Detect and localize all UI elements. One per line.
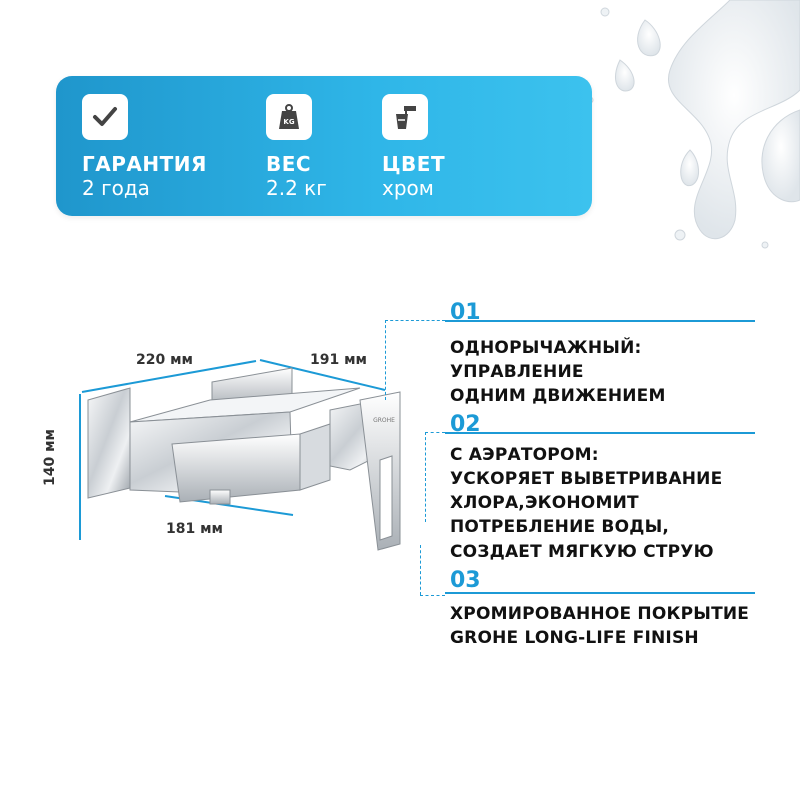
weight-icon-label: KG xyxy=(283,118,294,126)
feature-02-line-4: ПОТРЕБЛЕНИЕ ВОДЫ, xyxy=(450,517,670,537)
weight-block: KG ВЕС 2.2 кг xyxy=(266,94,327,200)
brand-mark: GROHE xyxy=(373,417,395,424)
weight-title: ВЕС xyxy=(266,152,312,176)
weight-value: 2.2 кг xyxy=(266,176,327,200)
checkmark-icon xyxy=(82,94,128,140)
dimension-height-label: 140 мм xyxy=(42,429,58,486)
feature-03-line-2: GROHE LONG-LIFE FINISH xyxy=(450,628,699,648)
warranty-block: ГАРАНТИЯ 2 года xyxy=(82,94,207,200)
milk-splash-image xyxy=(586,0,800,249)
dimension-width-label: 220 мм xyxy=(136,352,193,368)
feature-01-line-3: ОДНИМ ДВИЖЕНИЕМ xyxy=(450,386,666,406)
dimension-depth-label: 191 мм xyxy=(310,352,367,368)
warranty-title: ГАРАНТИЯ xyxy=(82,152,207,176)
color-value: хром xyxy=(382,176,434,200)
feature-02-line-3: ХЛОРА,ЭКОНОМИТ xyxy=(450,493,639,513)
dimension-spout-label: 181 мм xyxy=(166,521,223,537)
feature-01-line-1: ОДНОРЫЧАЖНЫЙ: xyxy=(450,338,642,358)
color-title: ЦВЕТ xyxy=(382,152,446,176)
feature-03-number: 03 xyxy=(450,568,481,593)
connector-line-01 xyxy=(385,320,386,400)
feature-02-line-2: УСКОРЯЕТ ВЫВЕТРИВАНИЕ xyxy=(450,469,723,489)
feature-01-line-2: УПРАВЛЕНИЕ xyxy=(450,362,584,382)
color-block: ЦВЕТ хром xyxy=(382,94,445,200)
feature-03-line-1: ХРОМИРОВАННОЕ ПОКРЫТИЕ xyxy=(450,604,750,624)
paint-bucket-icon xyxy=(382,94,428,140)
connector-line-01-h xyxy=(385,320,445,321)
connector-line-02 xyxy=(425,432,426,522)
connector-line-03-h xyxy=(420,595,445,596)
feature-02-line-5: СОЗДАЕТ МЯГКУЮ СТРУЮ xyxy=(450,542,714,562)
feature-02-rule xyxy=(445,432,755,434)
connector-line-02-h xyxy=(425,432,445,433)
feature-02-line-1: С АЭРАТОРОМ: xyxy=(450,445,599,465)
warranty-value: 2 года xyxy=(82,176,150,200)
connector-line-03 xyxy=(420,545,421,595)
feature-03-rule xyxy=(445,592,755,594)
info-banner: ГАРАНТИЯ 2 года KG ВЕС 2.2 кг ЦВЕТ хром xyxy=(56,76,592,216)
weight-kg-icon: KG xyxy=(266,94,312,140)
feature-01-rule xyxy=(445,320,755,322)
faucet-drawing: GROHE xyxy=(79,359,401,551)
